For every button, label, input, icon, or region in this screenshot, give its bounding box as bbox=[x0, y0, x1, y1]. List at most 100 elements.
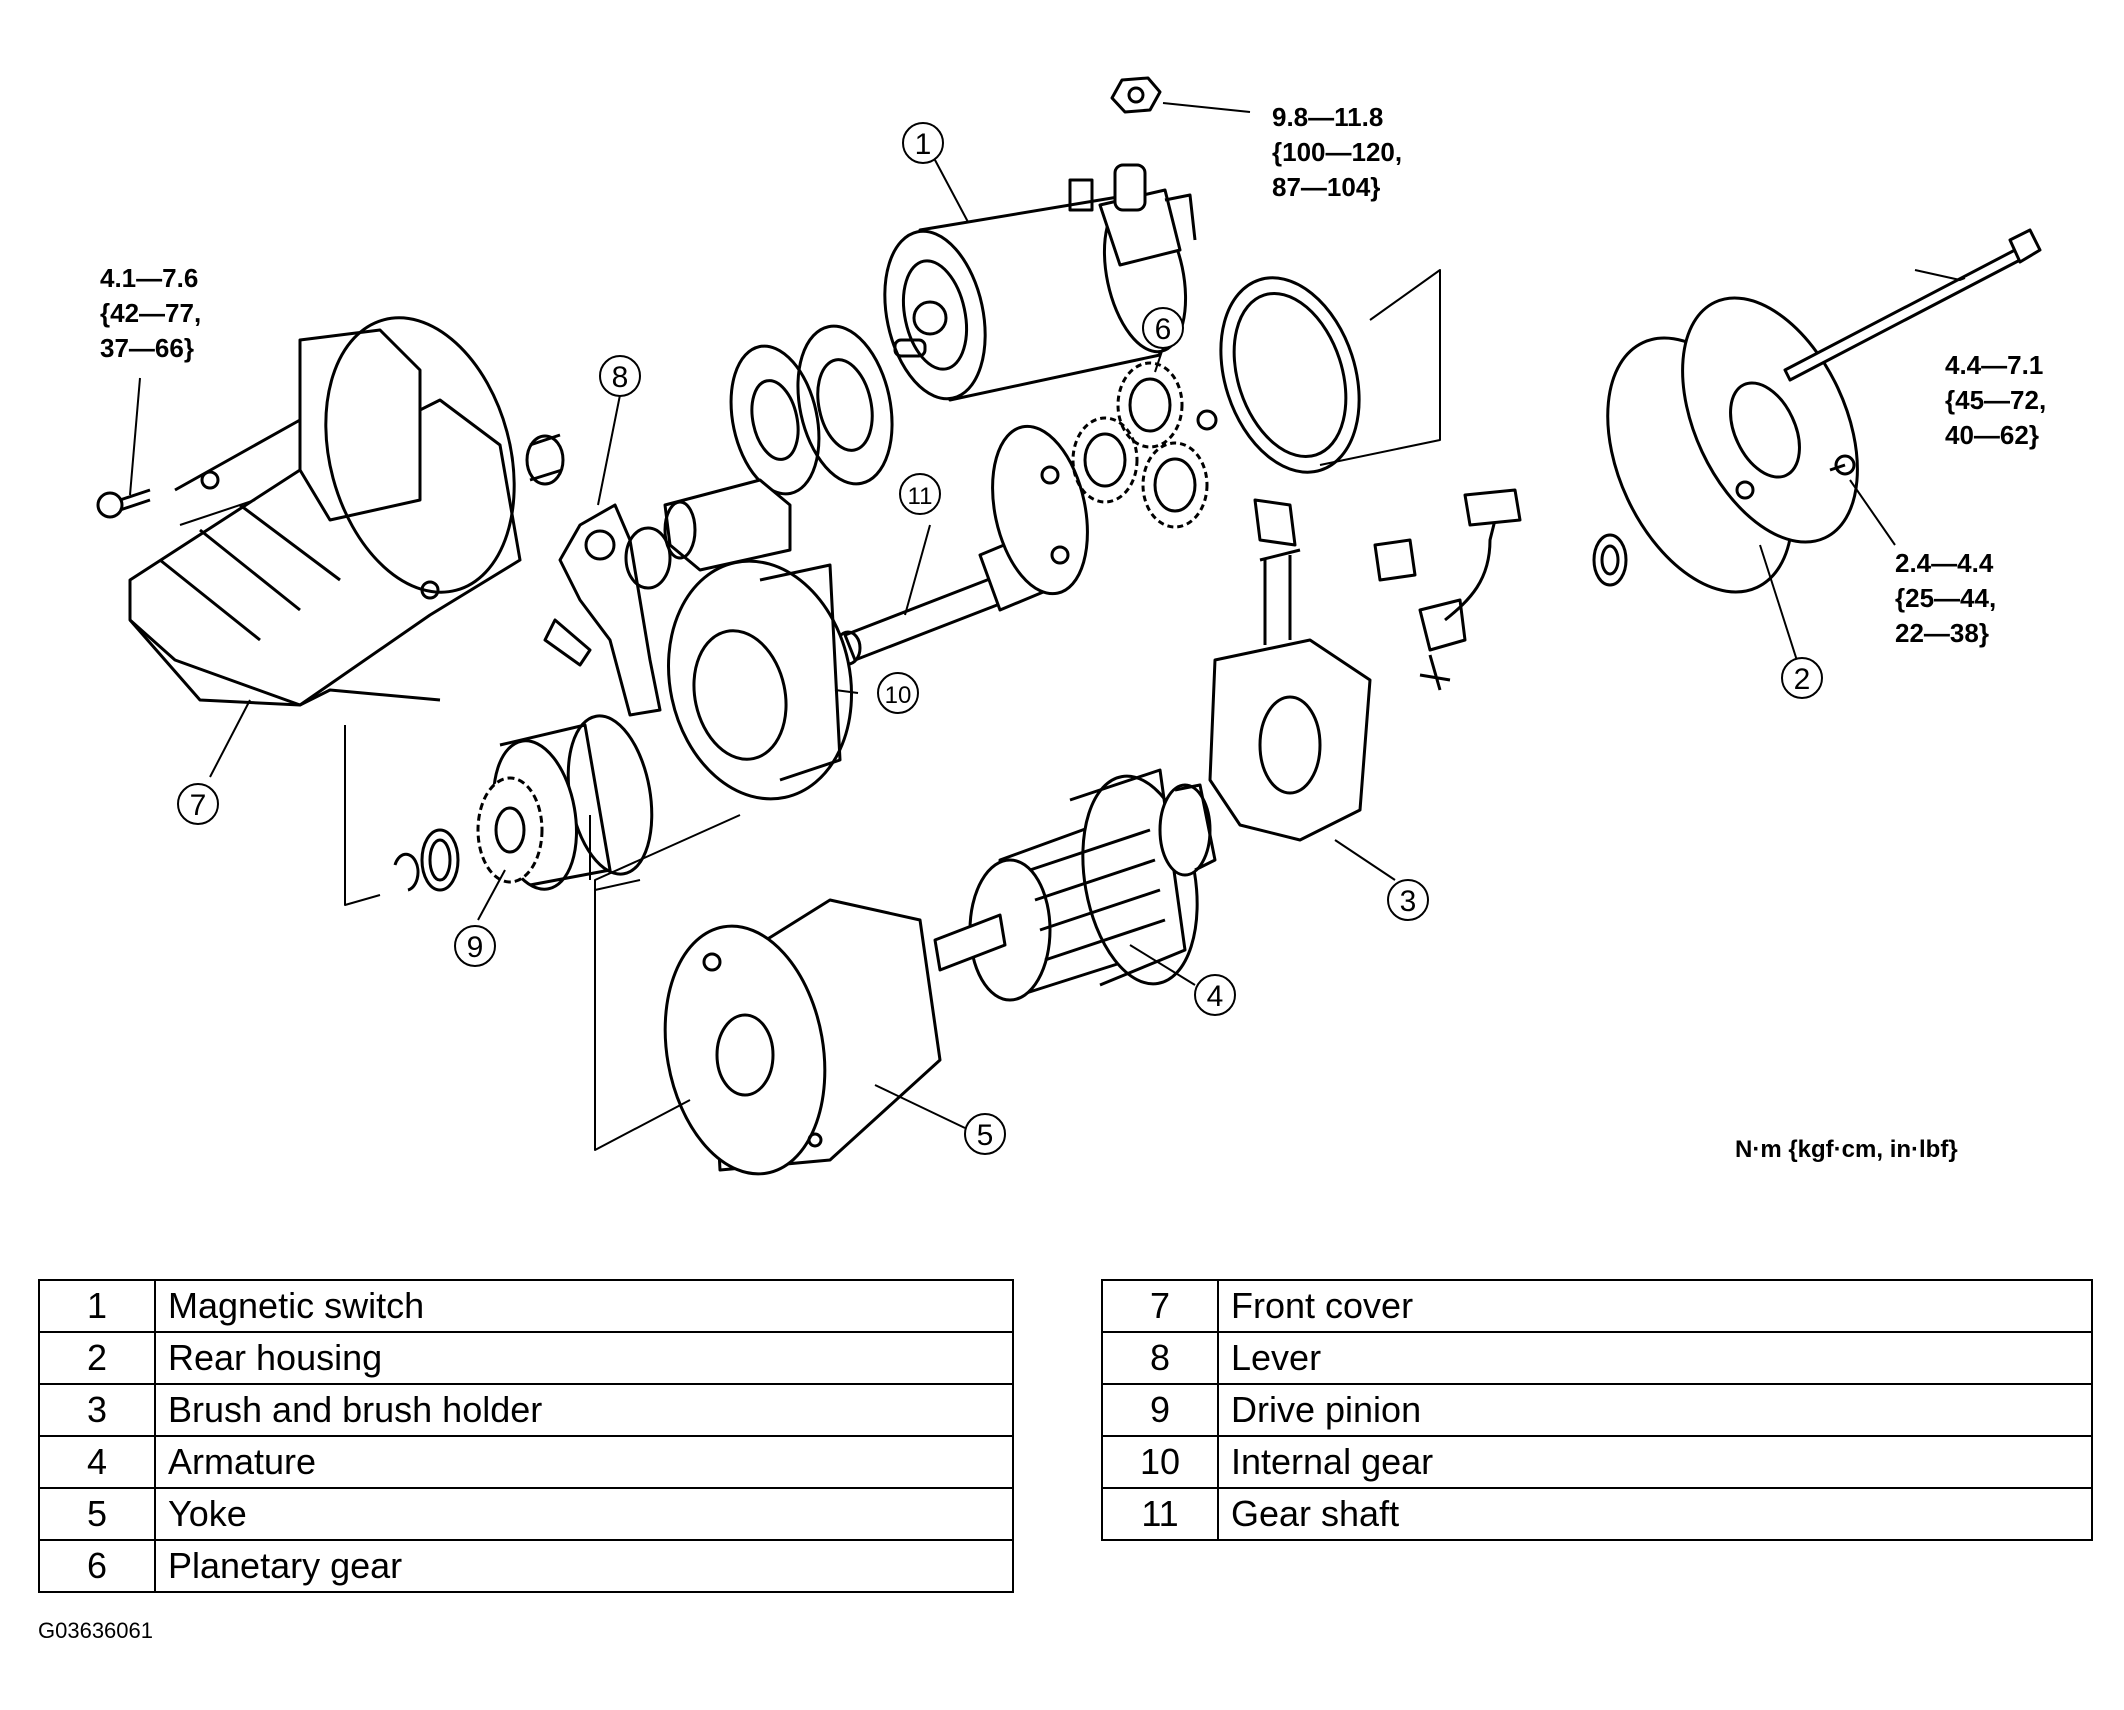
torque-screw-line-3: 22—38} bbox=[1895, 618, 1989, 648]
callout-5: 5 bbox=[977, 1119, 994, 1152]
part-name: Brush and brush holder bbox=[154, 1383, 1014, 1437]
through-bolt bbox=[1783, 228, 2042, 382]
callout-2: 2 bbox=[1794, 663, 1811, 696]
drive-pinion bbox=[476, 714, 654, 891]
torque-nut-line-3: 87—104} bbox=[1272, 172, 1380, 202]
table-row: 11 Gear shaft bbox=[1101, 1487, 2093, 1541]
switch-gaskets bbox=[729, 324, 894, 496]
torque-nut-line-1: 9.8—11.8 bbox=[1272, 102, 1383, 132]
part-name: Rear housing bbox=[154, 1331, 1014, 1385]
brush-spring-plate bbox=[1219, 276, 1361, 474]
magnetic-switch bbox=[883, 163, 1197, 402]
callout-6: 6 bbox=[1155, 313, 1172, 346]
part-number: 10 bbox=[1101, 1435, 1219, 1489]
torque-bolt-line-2: {45—72, bbox=[1945, 385, 2046, 415]
armature bbox=[933, 768, 1217, 1002]
torque-spec-magnetic-switch-nut: 9.8—11.8 {100—120, 87—104} bbox=[1272, 102, 1402, 202]
part-name: Lever bbox=[1217, 1331, 2093, 1385]
brush-holder bbox=[1208, 498, 1372, 842]
callout-1: 1 bbox=[915, 128, 932, 161]
table-row: 5 Yoke bbox=[38, 1487, 1014, 1541]
units-note: N·m {kgf·cm, in·lbf} bbox=[1735, 1136, 1958, 1163]
table-row: 6 Planetary gear bbox=[38, 1539, 1014, 1593]
callout-10-circle bbox=[877, 672, 919, 714]
torque-screw-line-2: {25—44, bbox=[1895, 583, 1996, 613]
part-number: 7 bbox=[1101, 1279, 1219, 1333]
lever bbox=[543, 503, 662, 717]
callout-7: 7 bbox=[190, 789, 207, 822]
torque-nut-line-2: {100—120, bbox=[1272, 137, 1402, 167]
leader-lines bbox=[129, 102, 1966, 1129]
internal-gear bbox=[666, 559, 854, 801]
callout-9: 9 bbox=[467, 931, 484, 964]
torque-spec-rear-housing-screw: 2.4—4.4 {25—44, 22—38} bbox=[1895, 548, 1996, 648]
torque-front-line-3: 37—66} bbox=[100, 333, 194, 363]
part-number: 1 bbox=[38, 1279, 156, 1333]
callout-5-circle bbox=[964, 1113, 1006, 1155]
part-number: 9 bbox=[1101, 1383, 1219, 1437]
bushing-front bbox=[525, 433, 565, 486]
part-name: Drive pinion bbox=[1217, 1383, 2093, 1437]
yoke bbox=[663, 898, 942, 1176]
callout-numbers: 1 2 3 4 5 6 7 8 9 10 11 bbox=[190, 128, 1811, 1152]
torque-spec-front-cover-bolt: 4.1—7.6 {42—77, 37—66} bbox=[100, 263, 201, 363]
part-name: Magnetic switch bbox=[154, 1279, 1014, 1333]
plunger bbox=[663, 478, 792, 572]
part-number: 8 bbox=[1101, 1331, 1219, 1385]
front-cover bbox=[128, 316, 522, 707]
rear-housing-screw bbox=[1829, 454, 1856, 476]
callout-6-circle bbox=[1142, 307, 1184, 349]
part-number: 2 bbox=[38, 1331, 156, 1385]
terminal-nut bbox=[1110, 76, 1162, 114]
parts-table-right: 7 Front cover 8 Lever 9 Drive pinion 10 … bbox=[1101, 1279, 2093, 1541]
figure-id: G03636061 bbox=[38, 1618, 153, 1643]
stop-ring-and-clip bbox=[393, 828, 460, 892]
callout-7-circle bbox=[177, 783, 219, 825]
exploded-view-guide-lines bbox=[179, 269, 1441, 1151]
washer bbox=[624, 526, 672, 590]
part-number: 5 bbox=[38, 1487, 156, 1541]
callout-2-circle bbox=[1781, 657, 1823, 699]
callout-3: 3 bbox=[1400, 885, 1417, 918]
table-row: 7 Front cover bbox=[1101, 1279, 2093, 1333]
table-row: 3 Brush and brush holder bbox=[38, 1383, 1014, 1437]
callout-4: 4 bbox=[1207, 980, 1224, 1013]
rear-bushing bbox=[1592, 533, 1628, 587]
callout-10: 10 bbox=[885, 682, 912, 709]
callout-3-circle bbox=[1387, 879, 1429, 921]
callout-4-circle bbox=[1194, 974, 1236, 1016]
part-name: Internal gear bbox=[1217, 1435, 2093, 1489]
part-name: Armature bbox=[154, 1435, 1014, 1489]
front-cover-bolt bbox=[96, 488, 151, 519]
part-number: 3 bbox=[38, 1383, 156, 1437]
callout-circles bbox=[177, 122, 1823, 1155]
torque-spec-through-bolt: 4.4—7.1 {45—72, 40—62} bbox=[1945, 350, 2046, 450]
part-name: Front cover bbox=[1217, 1279, 2093, 1333]
table-row: 9 Drive pinion bbox=[1101, 1383, 2093, 1437]
torque-front-line-1: 4.1—7.6 bbox=[100, 263, 198, 293]
callout-11-circle bbox=[899, 473, 941, 515]
brush-lead bbox=[1373, 488, 1522, 691]
gear-shaft bbox=[834, 424, 1089, 666]
part-name: Planetary gear bbox=[154, 1539, 1014, 1593]
torque-bolt-line-3: 40—62} bbox=[1945, 420, 2039, 450]
callout-11: 11 bbox=[908, 483, 933, 510]
table-row: 10 Internal gear bbox=[1101, 1435, 2093, 1489]
planetary-gears bbox=[1071, 361, 1218, 529]
torque-front-line-2: {42—77, bbox=[100, 298, 201, 328]
table-row: 2 Rear housing bbox=[38, 1331, 1014, 1385]
callout-8-circle bbox=[599, 355, 641, 397]
torque-screw-line-1: 2.4—4.4 bbox=[1895, 548, 1994, 578]
torque-bolt-line-1: 4.4—7.1 bbox=[1945, 350, 2043, 380]
part-name: Yoke bbox=[154, 1487, 1014, 1541]
table-row: 8 Lever bbox=[1101, 1331, 2093, 1385]
parts-table-left: 1 Magnetic switch 2 Rear housing 3 Brush… bbox=[38, 1279, 1014, 1593]
part-number: 11 bbox=[1101, 1487, 1219, 1541]
part-number: 6 bbox=[38, 1539, 156, 1593]
table-row: 1 Magnetic switch bbox=[38, 1279, 1014, 1333]
part-number: 4 bbox=[38, 1435, 156, 1489]
callout-9-circle bbox=[454, 925, 496, 967]
callout-1-circle bbox=[902, 122, 944, 164]
part-name: Gear shaft bbox=[1217, 1487, 2093, 1541]
